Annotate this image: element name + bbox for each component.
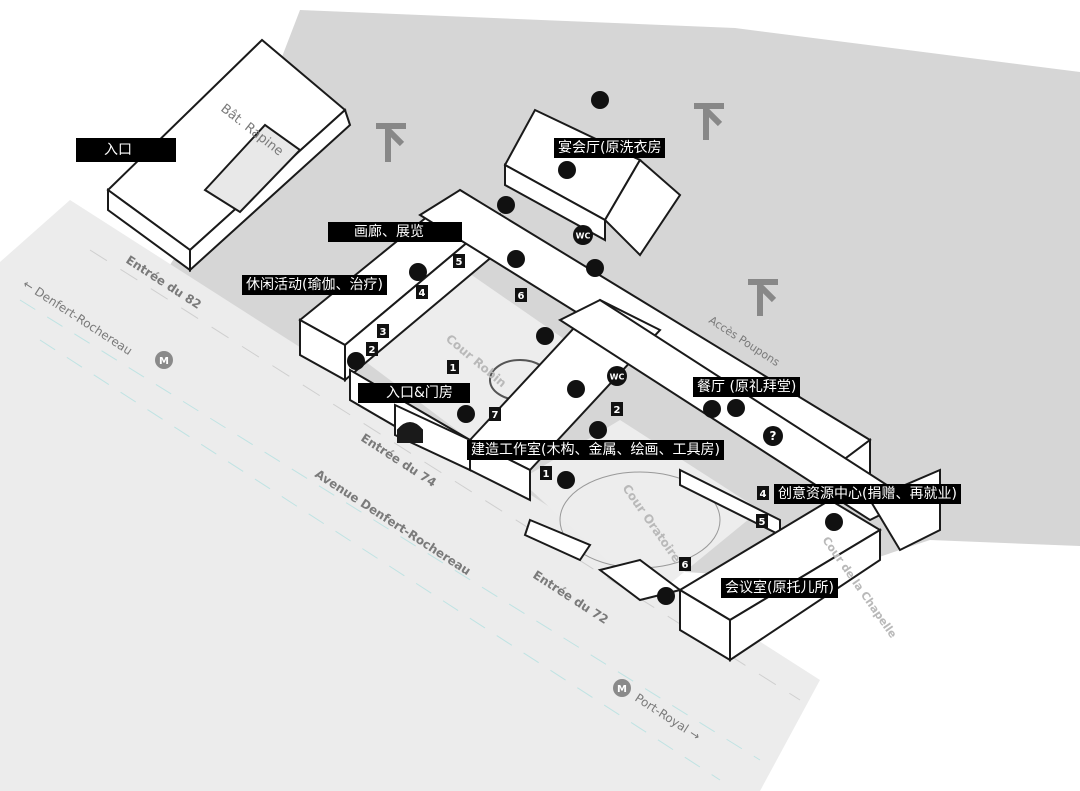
svg-text:5: 5 xyxy=(759,517,766,528)
marker-3: 3 xyxy=(377,324,389,338)
svg-text:1: 1 xyxy=(543,469,550,480)
label-entrance-gatehouse: 入口&门房 xyxy=(358,383,470,403)
label-resource-center: 创意资源中心(捐赠、再就业) xyxy=(774,484,961,504)
label-leisure: 休闲活动(瑜伽、治疗) xyxy=(242,275,387,295)
marker-1-gate: 1 xyxy=(447,360,459,374)
svg-text:4: 4 xyxy=(760,489,767,500)
building-bat-rapine xyxy=(106,38,352,273)
bike-icon xyxy=(536,327,554,345)
label-gallery: 画廊、展览 xyxy=(328,222,462,242)
svg-text:7: 7 xyxy=(492,410,499,421)
marker-6-bottom: 6 xyxy=(679,557,691,571)
question-text: ? xyxy=(770,429,777,443)
restaurant-icon xyxy=(703,400,721,418)
marker-4-right: 4 xyxy=(757,486,769,500)
bike-icon xyxy=(457,405,475,423)
metro-icon: M xyxy=(613,679,631,697)
cafe-icon xyxy=(591,91,609,109)
svg-text:6: 6 xyxy=(682,560,689,571)
svg-text:2: 2 xyxy=(614,405,621,416)
marker-6: 6 xyxy=(515,288,527,302)
marker-7: 7 xyxy=(489,407,501,421)
bike-icon xyxy=(497,196,515,214)
bike-icon xyxy=(557,471,575,489)
marker-5-right: 5 xyxy=(756,514,768,528)
shop-icon xyxy=(567,380,585,398)
restroom-icon: WC xyxy=(573,225,593,245)
svg-text:2: 2 xyxy=(369,345,376,356)
crane-icon xyxy=(376,103,778,316)
svg-text:M: M xyxy=(159,356,169,367)
label-meeting-room: 会议室(原托儿所) xyxy=(721,578,838,598)
restroom-icon: WC xyxy=(607,366,627,386)
shop-icon xyxy=(507,250,525,268)
bike-icon xyxy=(657,587,675,605)
restaurant-icon xyxy=(409,263,427,281)
svg-text:6: 6 xyxy=(518,291,525,302)
avenue-street xyxy=(0,200,820,791)
marker-4: 4 xyxy=(416,285,428,299)
label-banquet-hall: 宴会厅(原洗衣房 xyxy=(554,138,666,158)
cafe-icon xyxy=(558,161,576,179)
marker-1-workshop: 1 xyxy=(540,466,552,480)
svg-text:1: 1 xyxy=(450,363,457,374)
shop-icon xyxy=(347,352,365,370)
metro-icon: M xyxy=(155,351,173,369)
svg-text:3: 3 xyxy=(380,327,387,338)
bike-icon xyxy=(586,259,604,277)
marker-5: 5 xyxy=(453,254,465,268)
svg-text:M: M xyxy=(617,684,627,695)
label-entrance: 入口 xyxy=(76,138,176,162)
wc-text-1: WC xyxy=(576,232,591,241)
marker-2: 2 xyxy=(366,342,378,356)
info-icon: ? xyxy=(763,426,783,446)
svg-text:5: 5 xyxy=(456,257,463,268)
marker-2-right: 2 xyxy=(611,402,623,416)
label-workshop: 建造工作室(木构、金属、绘画、工具房) xyxy=(467,440,724,460)
cafe-icon xyxy=(825,513,843,531)
restaurant-icon xyxy=(589,421,607,439)
svg-text:4: 4 xyxy=(419,288,426,299)
wc-text-2: WC xyxy=(610,373,625,382)
courtyard-oratoire-area xyxy=(520,420,760,600)
cafe-icon xyxy=(727,399,745,417)
label-restaurant: 餐厅 (原礼拜堂) xyxy=(693,377,801,397)
